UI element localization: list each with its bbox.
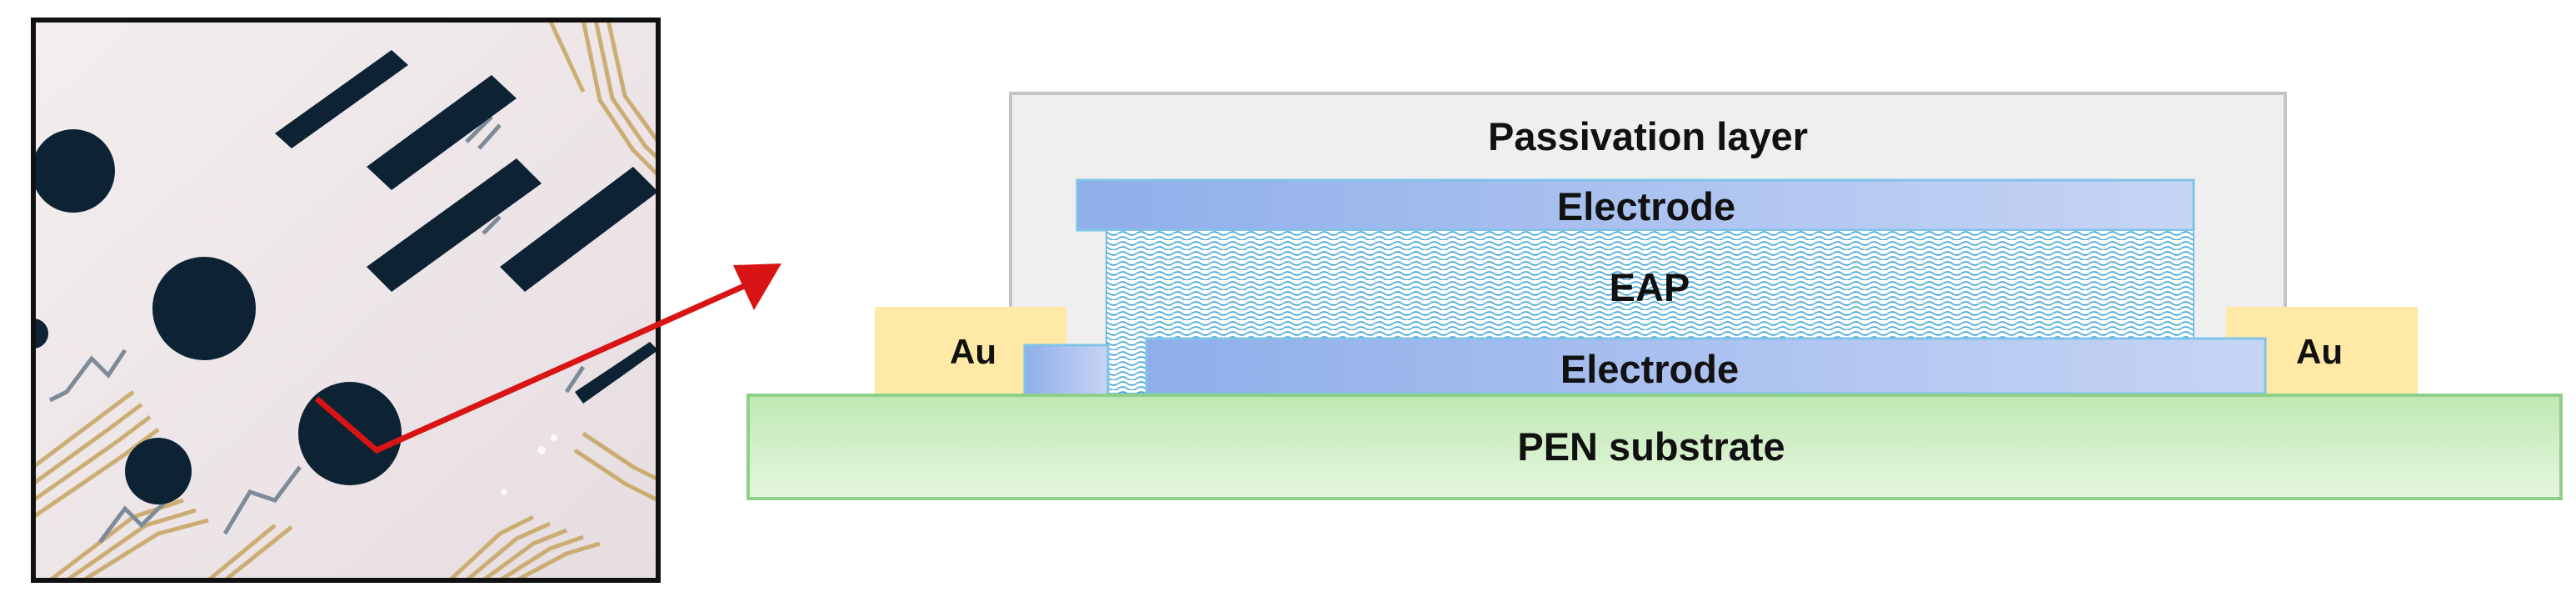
callout-arrow (375, 263, 781, 454)
au-label-left: Au (950, 332, 996, 371)
bottom-electrode (1145, 337, 2267, 395)
top-electrode (1076, 178, 2195, 232)
photo-frame (31, 18, 661, 583)
cross-section: Passivation layer Electrode EAP Electrod… (746, 92, 2563, 500)
sensor-photo (33, 20, 658, 580)
passivation-label: Passivation layer (1488, 114, 1808, 158)
bottom-electrode-label: Electrode (1560, 347, 1739, 391)
au-label-right: Au (2296, 332, 2343, 371)
bottom-electrode-tab (1023, 344, 1110, 397)
eap-label: EAP (1610, 265, 1690, 309)
top-electrode-label: Electrode (1557, 184, 1735, 228)
pen-substrate (746, 394, 2563, 500)
substrate-label: PEN substrate (1517, 424, 1785, 469)
